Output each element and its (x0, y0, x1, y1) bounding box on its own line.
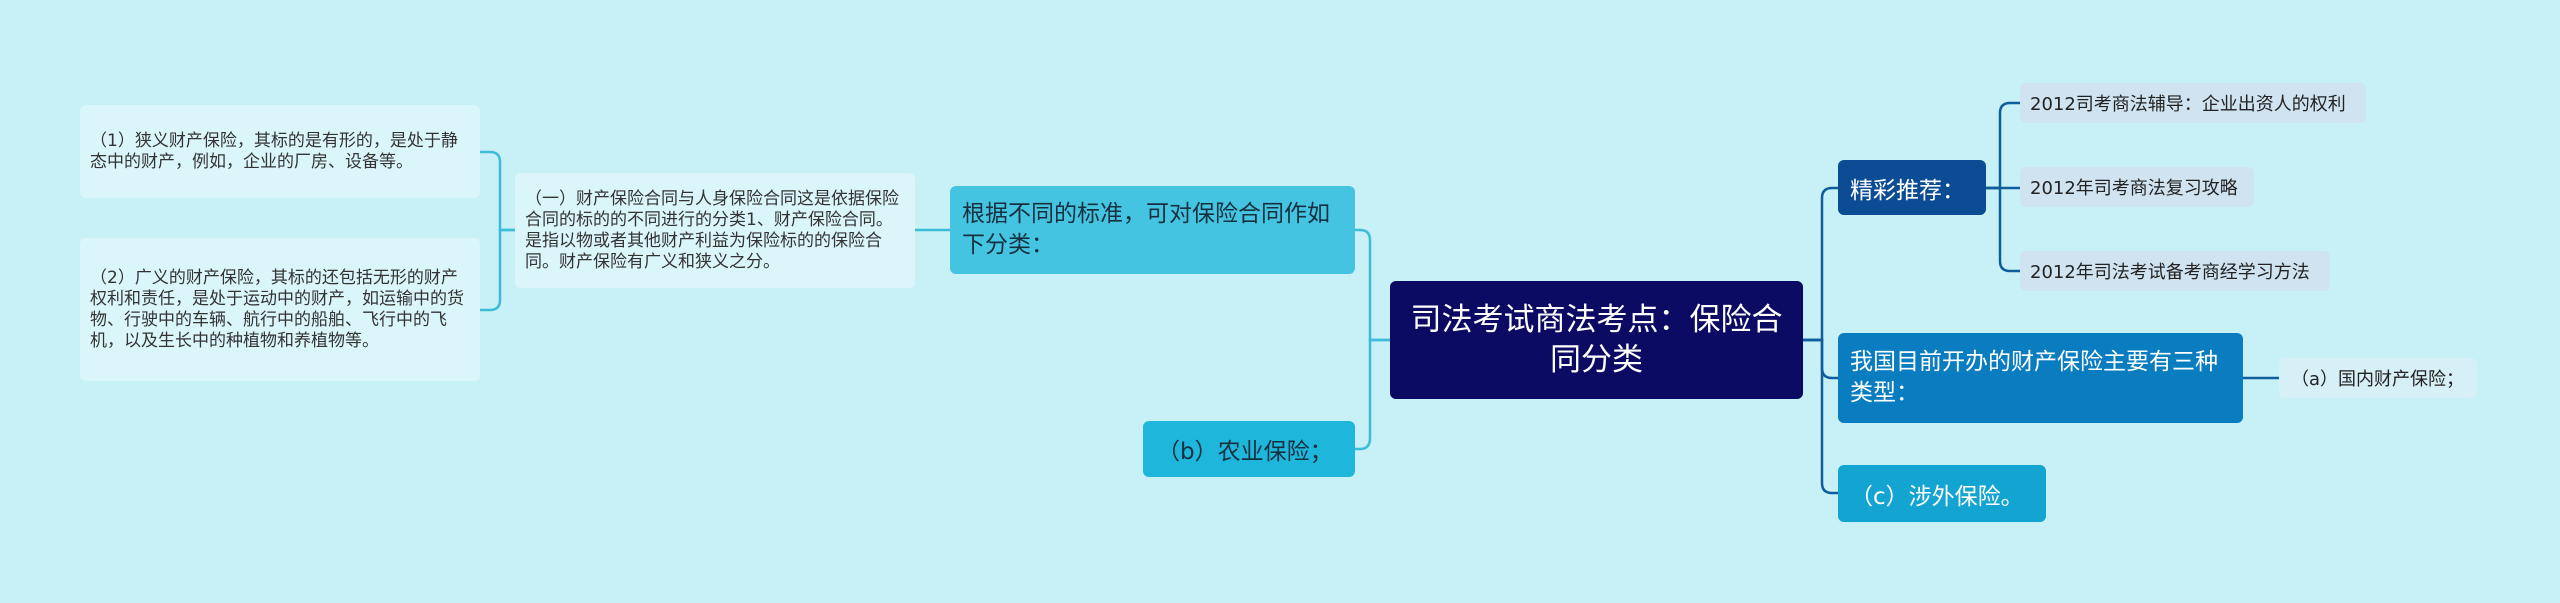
connector-root-to-foreign (1803, 338, 1838, 495)
node-broad-property-insurance[interactable]: （2）广义的财产保险，其标的还包括无形的财产权利和责任，是处于运动中的财产，如运… (80, 238, 480, 381)
node-narrow-property-insurance-label: （1）狭义财产保险，其标的是有形的，是处于静态中的财产，例如，企业的厂房、设备等… (90, 130, 458, 172)
recommend-item-2-label: 2012年司考商法复习攻略 (2030, 178, 2238, 199)
node-agricultural-insurance[interactable]: （b）农业保险； (1143, 421, 1355, 477)
node-foreign-insurance-label: （c）涉外保险。 (1850, 483, 2024, 510)
recommend-item-1[interactable]: 2012司考商法辅导：企业出资人的权利 (2020, 83, 2366, 123)
node-domestic-property-insurance[interactable]: （a）国内财产保险； (2279, 358, 2477, 398)
connector-root-to-agri (1355, 338, 1390, 451)
connector-recommend-to-item-1 (1986, 101, 2020, 190)
node-recommendations[interactable]: 精彩推荐： (1838, 160, 1986, 215)
node-foreign-insurance[interactable]: （c）涉外保险。 (1838, 465, 2046, 522)
node-broad-property-insurance-label: （2）广义的财产保险，其标的还包括无形的财产权利和责任，是处于运动中的财产，如运… (90, 267, 464, 351)
connector-detail-to-broad (480, 228, 515, 312)
recommend-item-3-label: 2012年司法考试备考商经学习方法 (2030, 262, 2310, 283)
recommend-item-2[interactable]: 2012年司考商法复习攻略 (2020, 167, 2254, 207)
node-property-vs-life-contract[interactable]: （一）财产保险合同与人身保险合同这是依据保险合同的标的的不同进行的分类1、财产保… (515, 173, 915, 288)
connector-detail-to-narrow (480, 150, 515, 232)
connector-root-to-types (1803, 338, 1838, 380)
node-domestic-property-insurance-label: （a）国内财产保险； (2291, 369, 2465, 390)
recommend-item-1-label: 2012司考商法辅导：企业出资人的权利 (2030, 94, 2346, 115)
root-title: 司法考试商法考点：保险合同分类 (1410, 302, 1783, 378)
connector-recommend-to-item-3 (1986, 186, 2020, 273)
connector-root-to-standard (1355, 228, 1390, 342)
node-property-insurance-types[interactable]: 我国目前开办的财产保险主要有三种类型： (1838, 333, 2243, 423)
node-property-vs-life-contract-label: （一）财产保险合同与人身保险合同这是依据保险合同的标的的不同进行的分类1、财产保… (525, 188, 899, 272)
connector-root-to-recommend (1803, 186, 1838, 342)
node-narrow-property-insurance[interactable]: （1）狭义财产保险，其标的是有形的，是处于静态中的财产，例如，企业的厂房、设备等… (80, 105, 480, 198)
node-agricultural-insurance-label: （b）农业保险； (1157, 439, 1333, 465)
node-classification-standard-label: 根据不同的标准，可对保险合同作如下分类： (962, 201, 1330, 258)
root-node[interactable]: 司法考试商法考点：保险合同分类 (1390, 281, 1803, 399)
recommend-item-3[interactable]: 2012年司法考试备考商经学习方法 (2020, 251, 2330, 291)
node-classification-standard[interactable]: 根据不同的标准，可对保险合同作如下分类： (950, 186, 1355, 274)
node-property-insurance-types-label: 我国目前开办的财产保险主要有三种类型： (1850, 349, 2218, 406)
node-recommendations-label: 精彩推荐： (1850, 177, 1965, 204)
